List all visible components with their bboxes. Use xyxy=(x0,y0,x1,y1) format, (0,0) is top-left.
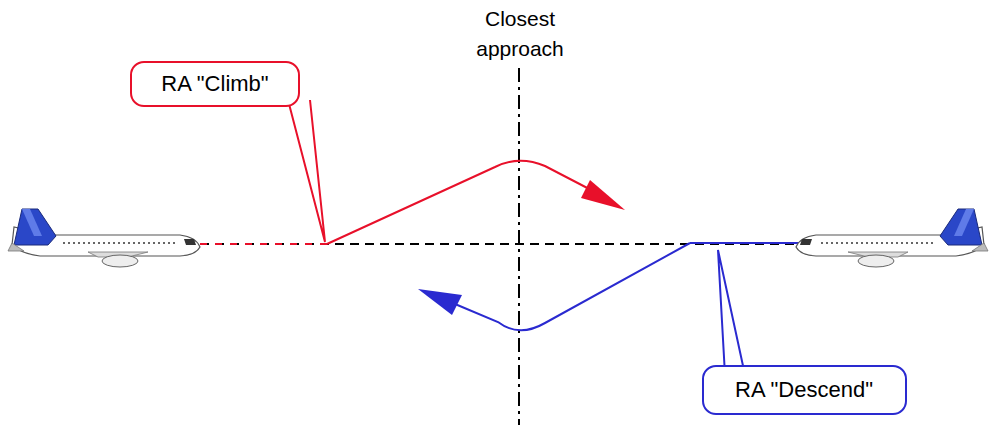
right-aircraft xyxy=(796,209,988,267)
climb-callout-pointer xyxy=(288,100,325,242)
callout-text: RA "Climb" xyxy=(161,71,268,97)
red-path-segment xyxy=(200,243,327,245)
descend-callout-pointer xyxy=(718,250,745,375)
climb-callout: RA "Climb" xyxy=(130,61,300,107)
descend-callout: RA "Descend" xyxy=(702,365,907,415)
descend-trajectory xyxy=(455,243,690,330)
left-aircraft xyxy=(8,209,200,267)
callout-text: RA "Descend" xyxy=(735,377,873,403)
descend-arrowhead xyxy=(418,289,462,315)
blue-path-segment xyxy=(690,242,808,244)
climb-trajectory xyxy=(327,161,595,244)
climb-arrowhead xyxy=(581,180,625,210)
axis-label: Closest approach xyxy=(450,4,590,64)
closest-approach-line xyxy=(518,68,520,425)
